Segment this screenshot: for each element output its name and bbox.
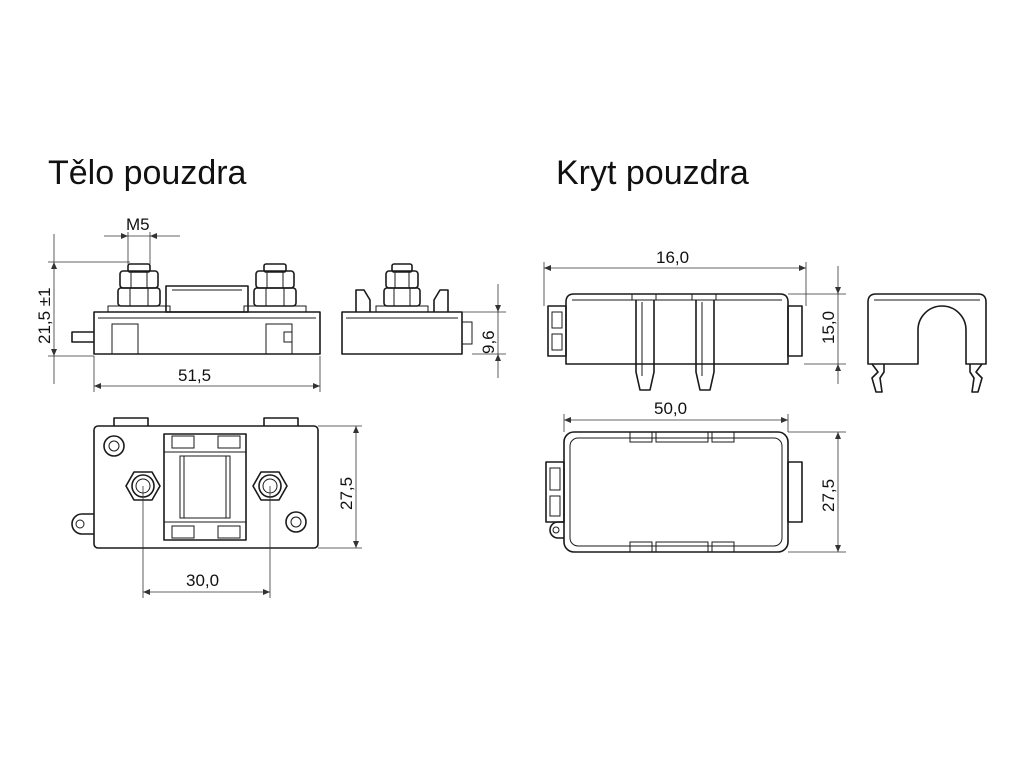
cover-front-view	[547, 293, 803, 391]
dim-body-width-label: 27,5	[337, 477, 356, 510]
dim-body-side-height: 9,6	[462, 284, 506, 378]
dim-body-width: 27,5	[318, 425, 362, 549]
dim-cover-height: 15,0	[788, 266, 846, 384]
dim-body-side-height-label: 9,6	[479, 330, 498, 354]
dim-cover-height-label: 15,0	[819, 311, 838, 344]
body-front-view	[71, 263, 321, 355]
cover-top-view	[545, 431, 803, 553]
dim-cover-length-top: 50,0	[563, 399, 789, 432]
dim-body-height-label: 21,5 ±1	[35, 287, 54, 344]
dim-cover-length-front: 16,0	[543, 248, 807, 306]
body-top-view	[71, 417, 319, 549]
left-stud	[107, 263, 171, 313]
dim-body-height: 21,5 ±1	[35, 234, 130, 384]
title-cover: Kryt pouzdra	[556, 154, 749, 192]
dim-cover-length-top-label: 50,0	[654, 399, 687, 418]
dim-body-length: 51,5	[93, 356, 321, 392]
dim-cover-length-front-label: 16,0	[656, 248, 689, 267]
dim-stud-spacing-label: 30,0	[186, 571, 219, 590]
cover-side-view	[867, 293, 987, 393]
dim-cover-width-label: 27,5	[819, 479, 838, 512]
dim-thread-label: M5	[126, 215, 150, 234]
body-side-view	[341, 263, 473, 355]
dim-thread: M5	[104, 215, 180, 264]
dim-body-length-label: 51,5	[178, 366, 211, 385]
title-body: Tělo pouzdra	[48, 154, 247, 192]
right-stud	[243, 263, 307, 313]
dim-cover-width: 27,5	[788, 431, 846, 553]
dim-stud-spacing: 30,0	[142, 486, 271, 598]
